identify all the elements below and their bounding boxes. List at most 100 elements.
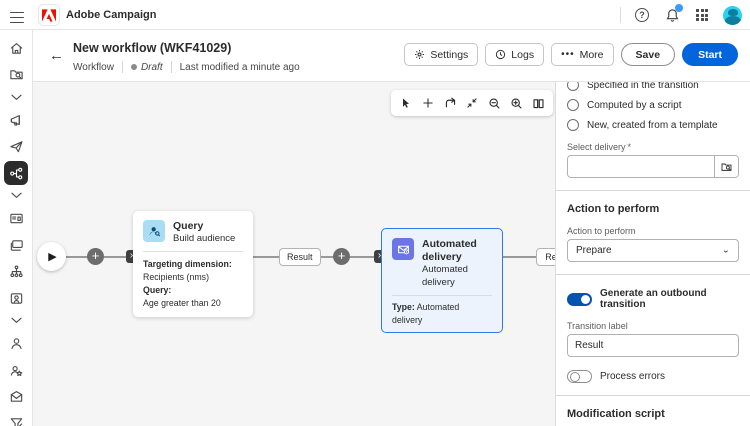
topbar-divider <box>620 7 621 23</box>
fit-view-icon[interactable] <box>463 94 481 112</box>
more-button[interactable]: ••• More <box>551 43 614 66</box>
menu-icon[interactable] <box>10 8 24 24</box>
properties-panel: Specified in the transition Computed by … <box>555 82 750 426</box>
explorer-icon[interactable] <box>4 63 28 87</box>
outbound-toggle-on[interactable] <box>567 292 592 306</box>
select-tool-icon[interactable] <box>397 94 415 112</box>
audiences-icon[interactable] <box>4 358 28 382</box>
select-delivery-field <box>567 155 739 178</box>
help-icon[interactable]: ? <box>633 6 651 24</box>
start-button[interactable]: Start <box>682 43 738 66</box>
radio-computed-by-script[interactable]: Computed by a script <box>567 99 739 111</box>
deliveries-send-icon[interactable] <box>4 135 28 159</box>
radio-specified-in-transition[interactable]: Specified in the transition <box>567 82 739 91</box>
content-card-icon[interactable] <box>4 207 28 231</box>
chevron-down-icon[interactable] <box>4 188 28 204</box>
select-delivery-label: Select delivery* <box>567 142 632 152</box>
node-subtitle: Automated delivery <box>422 264 468 288</box>
start-activity-node[interactable]: ▶ <box>37 242 66 271</box>
play-icon: ▶ <box>48 251 57 263</box>
workflow-header: ← New workflow (WKF41029) Workflow Draft… <box>33 30 750 82</box>
delivery-picker-icon[interactable] <box>714 156 738 177</box>
input-port-icon[interactable]: › <box>374 250 385 263</box>
radio-icon <box>567 99 579 111</box>
transition-label-input[interactable] <box>568 335 738 356</box>
radio-icon <box>567 82 579 91</box>
home-icon[interactable] <box>4 36 28 60</box>
process-errors-toggle-off[interactable] <box>567 370 592 383</box>
offers-badge-icon[interactable] <box>4 286 28 310</box>
subscriptions-mail-icon[interactable] <box>4 385 28 409</box>
app-title: Adobe Campaign <box>66 9 157 21</box>
settings-button[interactable]: Settings <box>404 43 479 66</box>
meta-divider <box>121 61 123 73</box>
node-details: Type: Automated delivery <box>392 301 460 325</box>
process-errors-toggle-row: Process errors <box>567 370 739 383</box>
query-activity-node[interactable]: Query Build audience Targeting dimension… <box>133 211 253 318</box>
add-activity-icon[interactable] <box>419 94 437 112</box>
fragments-hierarchy-icon[interactable] <box>4 260 28 284</box>
node-divider <box>392 294 492 296</box>
add-activity-button[interactable]: + <box>87 248 104 265</box>
node-divider <box>143 251 243 253</box>
modification-script-heading: Modification script <box>567 408 665 420</box>
profiles-person-icon[interactable] <box>4 332 28 356</box>
status-badge: Draft <box>130 62 163 73</box>
add-activity-button[interactable]: + <box>333 248 350 265</box>
node-details: Targeting dimension: Recipients (nms) Qu… <box>143 259 232 308</box>
automated-delivery-node-selected[interactable]: Automated delivery Automated delivery Ty… <box>381 228 503 334</box>
save-button[interactable]: Save <box>620 43 676 66</box>
adobe-logo-icon <box>38 4 60 26</box>
select-delivery-input[interactable] <box>568 156 714 177</box>
notification-badge <box>675 4 683 12</box>
radio-new-from-template[interactable]: New, created from a template <box>567 119 739 131</box>
meta-divider <box>170 61 172 73</box>
radio-icon <box>567 119 579 131</box>
transition-tool-icon[interactable] <box>441 94 459 112</box>
notifications-bell-icon[interactable] <box>663 4 683 24</box>
campaigns-megaphone-icon[interactable] <box>4 108 28 132</box>
chevron-down-icon[interactable] <box>4 89 28 105</box>
node-title: Query <box>173 220 204 232</box>
section-divider <box>556 274 750 275</box>
top-app-bar: Adobe Campaign ? <box>0 0 750 30</box>
page-title: New workflow (WKF41029) <box>73 41 232 55</box>
section-divider <box>556 395 750 396</box>
build-audience-icon <box>143 220 165 242</box>
back-button[interactable]: ← <box>49 47 64 64</box>
transition-label-label: Transition label <box>567 321 628 331</box>
outbound-transition-toggle-row: Generate an outbound transition <box>567 288 739 310</box>
zoom-in-icon[interactable] <box>507 94 525 112</box>
transition-label-field <box>567 334 739 357</box>
workflows-icon-selected[interactable] <box>4 161 28 185</box>
clock-icon <box>496 49 506 60</box>
automated-delivery-icon <box>392 238 414 260</box>
workflow-canvas[interactable]: ▶ + › Query Build audience Targeting dim… <box>33 82 555 426</box>
chevron-down-icon[interactable] <box>4 313 28 329</box>
required-marker: * <box>627 142 632 152</box>
ellipsis-icon: ••• <box>561 49 575 60</box>
minimap-icon[interactable] <box>529 94 547 112</box>
action-select[interactable]: Prepare ⌄ <box>567 239 739 262</box>
landing-pages-icon[interactable] <box>4 233 28 257</box>
left-nav-rail <box>0 30 33 426</box>
action-field-label: Action to perform <box>567 226 636 236</box>
last-modified-text: Last modified a minute ago <box>179 61 300 73</box>
node-title: Automated delivery <box>422 238 477 264</box>
node-subtitle: Build audience <box>173 233 236 245</box>
transition-label-result-2[interactable]: Result <box>536 248 555 266</box>
breadcrumb-type: Workflow <box>73 61 114 73</box>
status-dot <box>130 63 137 70</box>
app-switcher-icon[interactable] <box>693 6 711 24</box>
section-divider <box>556 190 750 191</box>
gear-icon <box>415 50 425 59</box>
input-port-icon[interactable]: › <box>126 250 137 263</box>
zoom-out-icon[interactable] <box>485 94 503 112</box>
transition-label-result[interactable]: Result <box>279 248 321 266</box>
user-avatar[interactable] <box>723 5 742 25</box>
chevron-down-icon: ⌄ <box>721 246 730 255</box>
filters-funnel-icon[interactable] <box>4 411 28 426</box>
action-section-heading: Action to perform <box>567 203 660 215</box>
canvas-toolbar <box>391 90 553 116</box>
logs-button[interactable]: Logs <box>485 43 545 66</box>
